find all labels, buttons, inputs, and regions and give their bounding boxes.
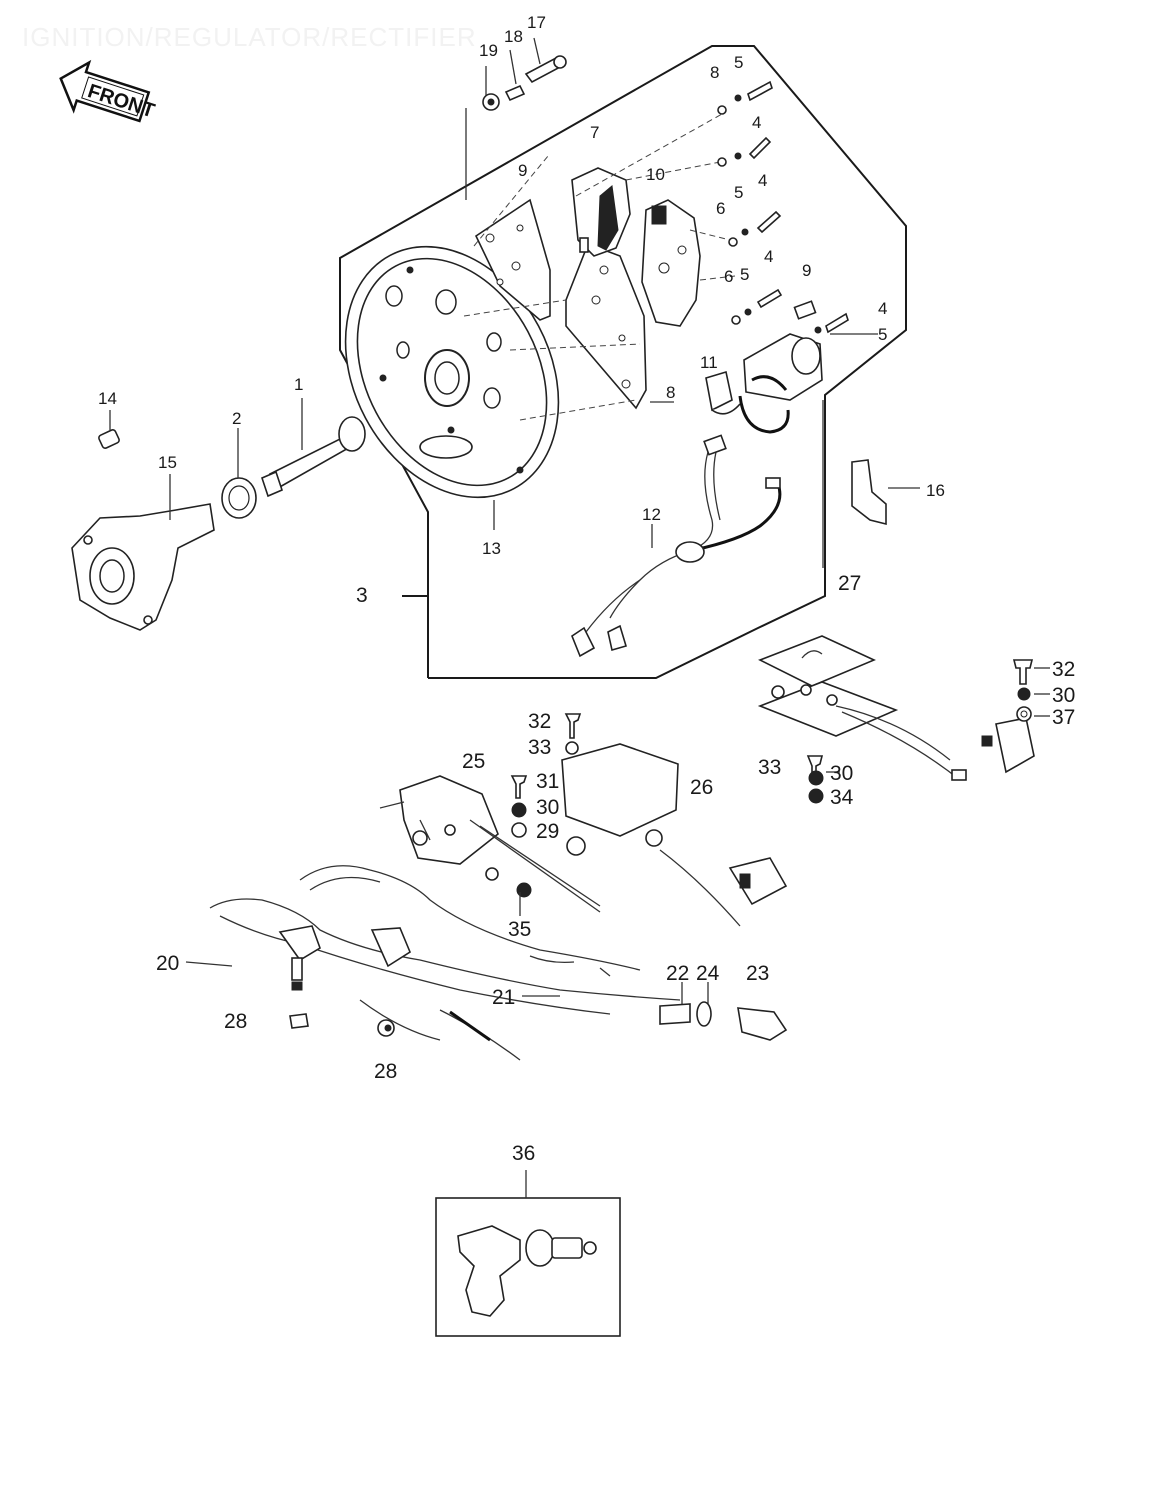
- callout-14: 14: [98, 389, 117, 408]
- callout-4: 4: [878, 299, 887, 318]
- callout-29: 29: [536, 820, 559, 843]
- callout-8: 8: [710, 63, 719, 82]
- callout-33: 33: [528, 736, 551, 759]
- callout-13: 13: [482, 539, 501, 558]
- callout-16: 16: [926, 481, 945, 500]
- rectifier-assembly: [379, 743, 788, 927]
- condenser-11: [705, 370, 741, 415]
- base-plate-9: [474, 198, 551, 321]
- callout-19: 19: [479, 41, 498, 60]
- callouts: 17 18 19 8 5 7 4 5 4 9 10 6 4 6 5 9 4 5 …: [98, 13, 1075, 1165]
- front-arrow-icon: FRONT: [59, 59, 157, 123]
- callout-5: 5: [878, 325, 887, 344]
- callout-11: 11: [700, 353, 718, 372]
- callout-8: 8: [666, 383, 675, 402]
- callout-17: 17: [527, 13, 546, 32]
- callout-5: 5: [740, 265, 749, 284]
- callout-24: 24: [696, 962, 720, 985]
- callout-4: 4: [764, 247, 773, 266]
- callout-36: 36: [512, 1142, 535, 1165]
- callout-37: 37: [1052, 706, 1075, 729]
- callout-20: 20: [156, 952, 179, 975]
- callout-32: 32: [528, 710, 551, 733]
- leader-20: [185, 961, 233, 967]
- callout-10: 10: [646, 165, 665, 184]
- bushing-2: [221, 477, 257, 519]
- callout-18: 18: [504, 27, 523, 46]
- callout-28: 28: [224, 1010, 247, 1033]
- callout-5: 5: [734, 53, 743, 72]
- callout-33: 33: [758, 756, 781, 779]
- diagram-title: IGNITION/REGULATOR/RECTIFIER: [22, 22, 477, 52]
- callout-5: 5: [734, 183, 743, 202]
- regulator-plate: [757, 635, 1035, 781]
- rectifier-fasteners: [510, 713, 582, 838]
- spark-plug-cap-36: [457, 1225, 597, 1317]
- callout-34: 34: [830, 786, 854, 809]
- callout-4: 4: [758, 171, 767, 190]
- callout-31: 31: [536, 770, 559, 793]
- assembly-frame: [339, 45, 907, 679]
- callout-12: 12: [642, 505, 661, 524]
- screws-group: [717, 80, 783, 325]
- callout-26: 26: [690, 776, 713, 799]
- callout-30: 30: [536, 796, 559, 819]
- callout-1: 1: [294, 375, 303, 394]
- callout-25: 25: [462, 750, 485, 773]
- contact-breaker-7: [571, 167, 631, 257]
- mounting-plate-8: [565, 242, 647, 410]
- stator-plate: [344, 245, 560, 499]
- ignition-coil: [738, 300, 849, 434]
- housing-15: [71, 503, 215, 631]
- pin-14: [98, 429, 120, 449]
- center-fasteners: [806, 755, 840, 804]
- top-screw-group: [482, 55, 567, 111]
- inset-box-36: [435, 1197, 621, 1337]
- callout-30: 30: [1052, 684, 1075, 707]
- callout-23: 23: [746, 962, 769, 985]
- callout-9: 9: [802, 261, 811, 280]
- callout-21: 21: [492, 986, 515, 1009]
- callout-6: 6: [724, 267, 733, 286]
- callout-30: 30: [830, 762, 853, 785]
- callout-4: 4: [752, 113, 761, 132]
- callout-2: 2: [232, 409, 241, 428]
- main-wiring-harness: [209, 865, 681, 1061]
- callout-27: 27: [838, 572, 861, 595]
- right-fasteners: [1012, 659, 1050, 722]
- rotor-shaft-1: [261, 416, 366, 498]
- callout-6: 6: [716, 199, 725, 218]
- callout-7: 7: [590, 123, 599, 142]
- callout-28: 28: [374, 1060, 397, 1083]
- callout-22: 22: [666, 962, 689, 985]
- callout-15: 15: [158, 453, 177, 472]
- assembly-guide-lines: [463, 113, 736, 421]
- contact-breaker-10: [641, 199, 701, 327]
- callout-9: 9: [518, 161, 527, 180]
- callout-3: 3: [356, 584, 368, 607]
- callout-32: 32: [1052, 658, 1075, 681]
- fuse-holder: [659, 1001, 788, 1041]
- leader-lines: [109, 37, 878, 548]
- wire-harness-12: [571, 434, 782, 658]
- bracket-16: [851, 459, 887, 526]
- callout-35: 35: [508, 918, 531, 941]
